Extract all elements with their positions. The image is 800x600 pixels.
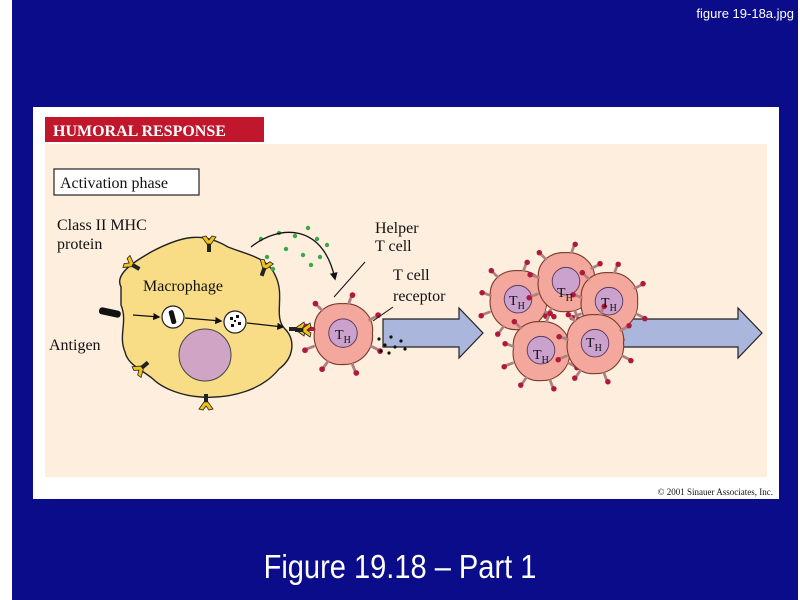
antigen-particle [98, 307, 121, 318]
helper-label: Helper [375, 220, 419, 237]
helper-tcell-label: T cell [375, 238, 412, 255]
slide-caption: Figure 19.18 – Part 1 [263, 548, 537, 585]
humoral-response-diagram: HUMORAL RESPONSE Activation phase Class … [45, 117, 773, 497]
section-banner [45, 117, 264, 142]
th-label-helper: TH [335, 328, 351, 346]
internalized-antigen [168, 310, 177, 325]
macrophage-label: Macrophage [143, 278, 223, 295]
copyright: © 2001 Sinauer Associates, Inc. [658, 487, 773, 497]
phase-label: Activation phase [60, 175, 168, 192]
th-label-2: TH [557, 286, 573, 304]
tcr-pointer [372, 306, 394, 322]
proliferation-arrow [617, 306, 763, 360]
tcr-label: T cell [393, 267, 430, 284]
th-label-4: TH [533, 348, 549, 366]
section-title: HUMORAL RESPONSE [53, 123, 226, 140]
figure-panel: HUMORAL RESPONSE Activation phase Class … [33, 107, 779, 499]
tcr-receptor-label: receptor [393, 288, 446, 305]
released-signals [377, 335, 407, 355]
antigen-fragments [230, 315, 241, 327]
phase-box [53, 168, 200, 196]
arrow-to-lysosome [184, 316, 223, 325]
class2-protein-label: protein [57, 236, 102, 253]
left-margin-strip [0, 0, 12, 600]
helper-pointer [333, 261, 366, 298]
cytokine-arrow [250, 231, 338, 281]
macrophage-nucleus [178, 328, 232, 382]
class2-mhc-label: Class II MHC [57, 217, 147, 234]
arrow-to-surface [246, 322, 285, 330]
th-label-5: TH [586, 336, 602, 354]
th-label-3: TH [601, 296, 617, 314]
arrow-to-phagosome [132, 312, 161, 321]
cytokine-dots [258, 225, 330, 272]
th-label-1: TH [509, 294, 525, 312]
antigen-label: Antigen [49, 337, 101, 354]
file-label: figure 19-18a.jpg [696, 6, 794, 21]
